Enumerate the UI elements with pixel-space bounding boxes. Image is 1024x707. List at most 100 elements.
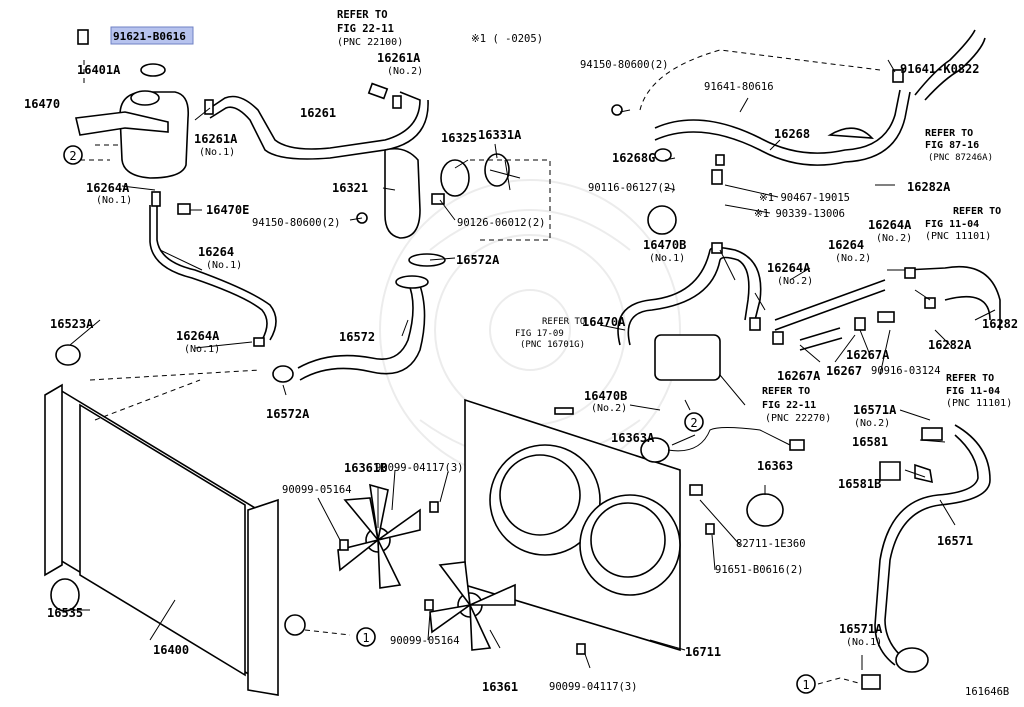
part-label: 16282	[982, 317, 1018, 331]
part-label: 16470	[24, 97, 60, 111]
svg-text:1: 1	[362, 631, 369, 645]
part-label: 16331A	[478, 128, 522, 142]
svg-text:※1 90467-19015: ※1 90467-19015	[759, 192, 850, 204]
svg-text:91641-80616: 91641-80616	[704, 81, 774, 93]
lower-radiator-hose-16571	[861, 424, 991, 690]
svg-text:90099-05164: 90099-05164	[282, 484, 352, 496]
part-label: 16361	[482, 680, 518, 694]
part-label: 16264A	[767, 261, 811, 275]
upper-right-hose-16282	[892, 29, 986, 101]
part-label: 16401A	[77, 63, 121, 77]
part-labels: 16401A 16470 16261A 16264A 16470E 16264 …	[24, 51, 1018, 694]
part-label: 16264A	[868, 218, 912, 232]
fan-shroud	[464, 398, 681, 652]
part-label: 16267	[826, 364, 862, 378]
fan-motors	[640, 427, 805, 527]
part-label: 16264A	[86, 181, 130, 195]
part-label: 16261A	[194, 132, 238, 146]
highlighted-part-box[interactable]	[110, 26, 194, 45]
part-label: 16363A	[611, 431, 655, 445]
svg-text:90116-06127(2): 90116-06127(2)	[588, 182, 677, 194]
part-label: 16571A	[839, 622, 883, 636]
svg-text:(No.1): (No.1)	[96, 195, 132, 206]
svg-text:94150-80600(2): 94150-80600(2)	[580, 59, 669, 71]
svg-text:(No.2): (No.2)	[591, 403, 627, 414]
svg-text:REFER TO: REFER TO	[542, 317, 585, 327]
part-label: 16261	[300, 106, 336, 120]
part-label: 16268G	[612, 151, 655, 165]
part-label: 16361B	[344, 461, 387, 475]
svg-text:90099-05164: 90099-05164	[390, 635, 460, 647]
svg-text:(PNC 87246A): (PNC 87246A)	[928, 153, 993, 163]
svg-text:90126-06012(2): 90126-06012(2)	[457, 217, 546, 229]
part-label: 16571A	[853, 403, 897, 417]
part-label: 16581B	[838, 477, 881, 491]
part-label: 16261A	[377, 51, 421, 65]
reserve-tank	[64, 29, 190, 179]
bolts	[339, 407, 715, 655]
svg-text:82711-1E360: 82711-1E360	[736, 538, 806, 550]
svg-text:90099-04117(3): 90099-04117(3)	[375, 462, 464, 474]
part-label: 16470B	[643, 238, 686, 252]
svg-text:REFER TO: REFER TO	[953, 206, 1001, 217]
svg-text:※1 ( -0205): ※1 ( -0205)	[471, 33, 543, 45]
svg-text:(PNC 22100): (PNC 22100)	[337, 37, 403, 48]
radiator-hose-16572	[272, 275, 429, 383]
svg-text:FIG 17-09: FIG 17-09	[515, 329, 564, 339]
svg-text:(PNC 16701G): (PNC 16701G)	[520, 340, 585, 350]
svg-text:REFER TO: REFER TO	[762, 386, 810, 397]
radiator	[44, 344, 306, 696]
svg-text:FIG 11-04: FIG 11-04	[946, 386, 1000, 397]
svg-text:161646B: 161646B	[965, 686, 1009, 698]
callout-2-right: 2	[684, 412, 704, 432]
part-label: 16268	[774, 127, 810, 141]
part-label: 16267A	[846, 348, 890, 362]
svg-text:(No.1): (No.1)	[206, 260, 242, 271]
part-label: 16581	[852, 435, 888, 449]
svg-text:(No.2): (No.2)	[876, 233, 912, 244]
callout-1-hose: 1	[796, 674, 816, 694]
part-label: 16282A	[928, 338, 972, 352]
part-label: 16321	[332, 181, 368, 195]
svg-text:(No.1): (No.1)	[199, 147, 235, 158]
leader-lines	[68, 59, 996, 670]
part-label: 16523A	[50, 317, 94, 331]
part-label: 16267A	[777, 369, 821, 383]
svg-text:(No.2): (No.2)	[387, 66, 423, 77]
fan-blade-right	[429, 561, 516, 651]
svg-text:(PNC 22270): (PNC 22270)	[765, 413, 831, 424]
svg-text:※1 90339-13006: ※1 90339-13006	[754, 208, 845, 220]
svg-text:REFER TO: REFER TO	[337, 9, 388, 21]
svg-text:94150-80600(2): 94150-80600(2)	[252, 217, 341, 229]
water-bypass-hose	[617, 242, 1001, 381]
part-label: 16400	[153, 643, 189, 657]
part-label-highlighted[interactable]: 91621-B0616	[113, 30, 186, 43]
part-label: 16264	[198, 245, 234, 259]
part-label: 16711	[685, 645, 721, 659]
svg-text:(PNC 11101): (PNC 11101)	[925, 231, 991, 242]
part-label: 16282A	[907, 180, 951, 194]
svg-text:91651-B0616(2): 91651-B0616(2)	[715, 564, 804, 576]
upper-tank-hose	[204, 82, 429, 160]
svg-text:(PNC 11101): (PNC 11101)	[946, 398, 1012, 409]
svg-text:(No.1): (No.1)	[649, 253, 685, 264]
part-numbers: 94150-80600(2) 91641-80616 90116-06127(2…	[252, 33, 1009, 698]
svg-text:2: 2	[69, 149, 76, 163]
part-label: 16470E	[206, 203, 249, 217]
part-label: 16572A	[266, 407, 310, 421]
svg-text:(No.2): (No.2)	[854, 418, 890, 429]
svg-text:(No.2): (No.2)	[777, 276, 813, 287]
svg-text:90099-04117(3): 90099-04117(3)	[549, 681, 638, 693]
svg-text:(No.1): (No.1)	[846, 637, 882, 648]
part-label: 16572	[339, 330, 375, 344]
svg-text:REFER TO: REFER TO	[925, 128, 973, 139]
part-label: 91641-K0822	[900, 62, 979, 76]
part-label: 16264	[828, 238, 864, 252]
svg-text:(No.2): (No.2)	[835, 253, 871, 264]
lower-tank-hose	[149, 191, 277, 347]
bypass-pipe	[611, 49, 911, 235]
svg-text:FIG 11-04: FIG 11-04	[925, 219, 979, 230]
part-label: 16470B	[584, 389, 627, 403]
